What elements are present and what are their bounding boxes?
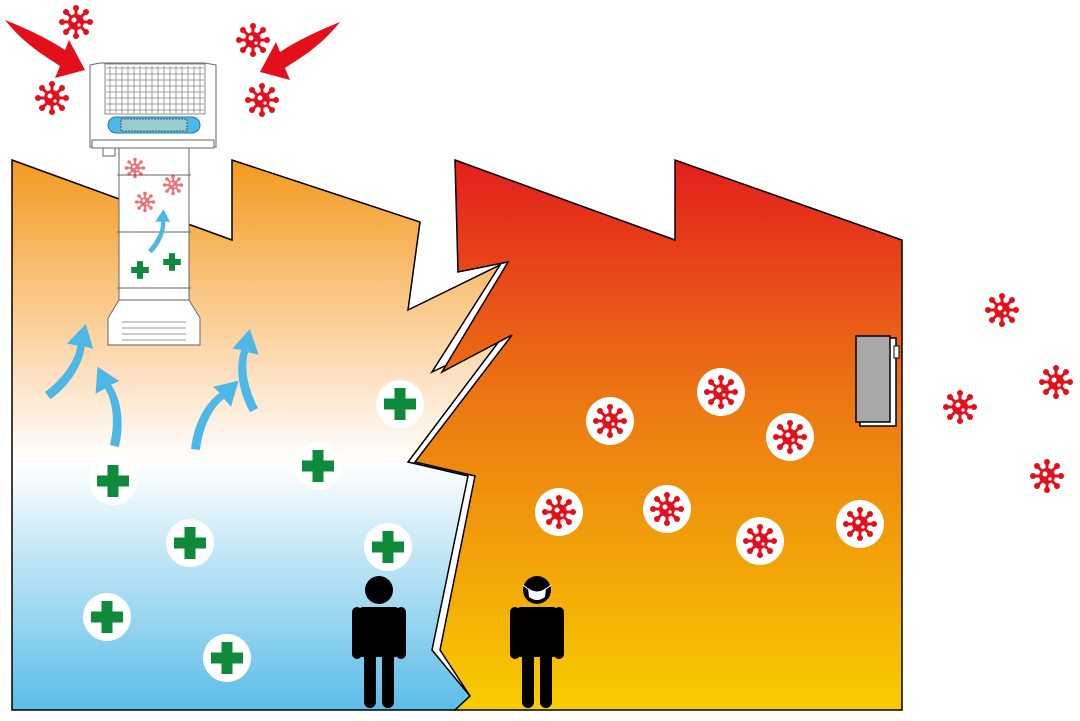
ventilator-unit	[89, 62, 217, 346]
window-icon	[855, 335, 900, 427]
masked-person-icon	[510, 576, 564, 708]
contaminated-room	[413, 158, 903, 711]
clean-room	[11, 158, 503, 711]
